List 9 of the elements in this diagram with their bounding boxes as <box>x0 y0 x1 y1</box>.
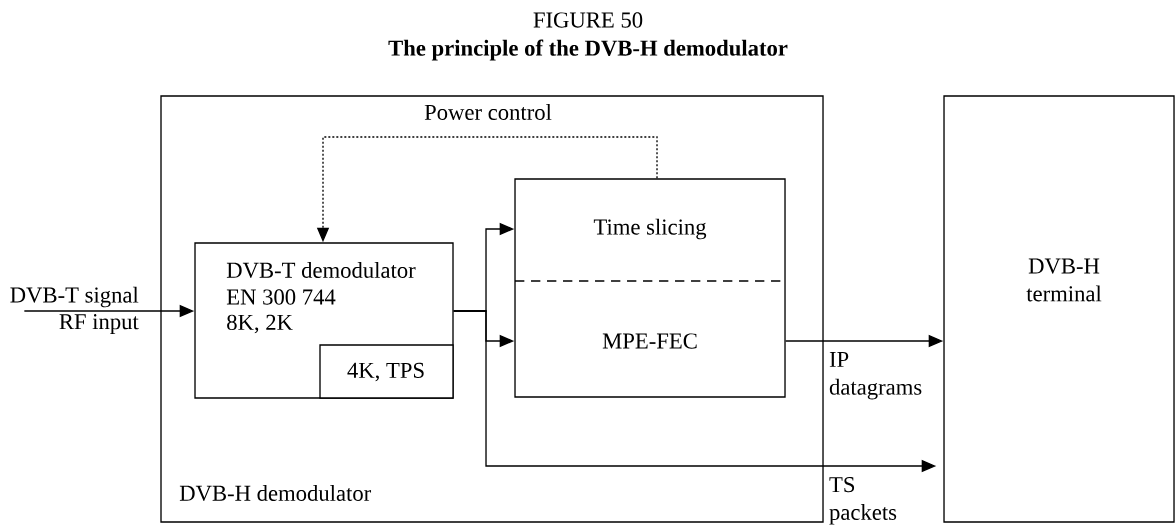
figure-title: FIGURE 50 <box>533 12 643 28</box>
edge-label: IP datagrams <box>829 352 922 400</box>
signal-label: DVB-T signal RF input <box>10 286 139 334</box>
figure-caption: The principle of the DVB-H demodulator <box>388 39 788 61</box>
sub-box: 4K, TPS <box>319 344 454 399</box>
edge-label: Power control <box>424 104 552 120</box>
process-box: Time slicing MPE-FEC <box>514 178 786 398</box>
edge-label: TS packets <box>829 477 897 525</box>
terminal-box: DVB-H terminal <box>943 95 1175 523</box>
